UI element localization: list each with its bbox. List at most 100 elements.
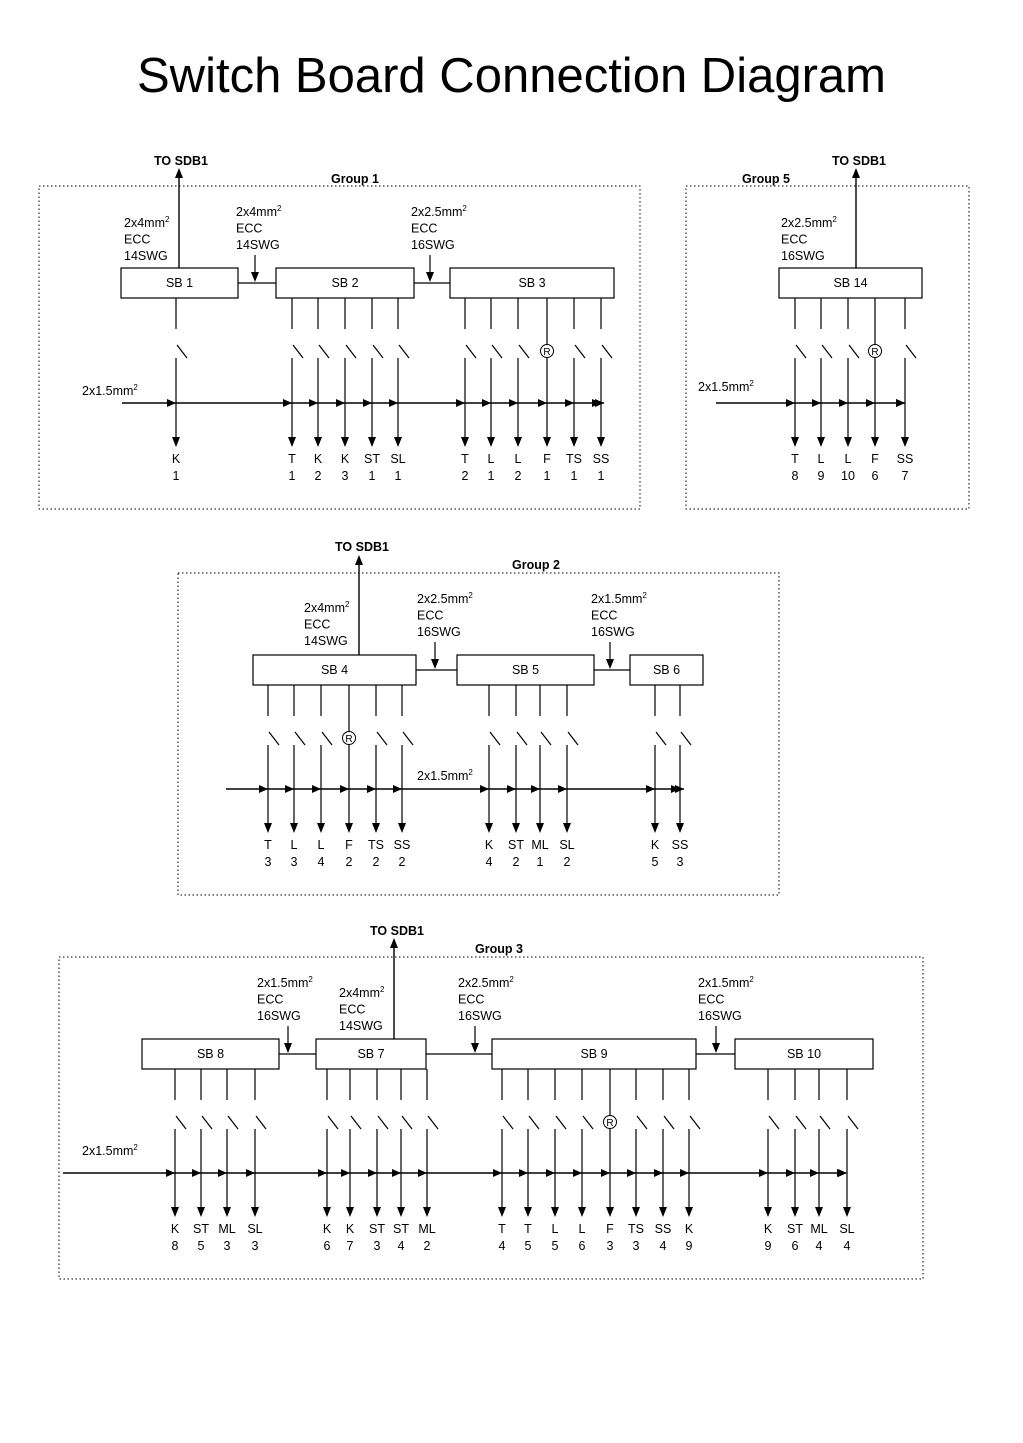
sb-14-cable-label-line2: ECC bbox=[781, 233, 807, 247]
sb-14-cable-label-line1: 2x2.5mm2 bbox=[781, 215, 837, 230]
sb-6-circuit-k5-type-label: K bbox=[651, 838, 660, 852]
sb-14-circuit-ss7-type-label: SS bbox=[897, 452, 914, 466]
sb-3-link-arrow bbox=[426, 272, 434, 282]
sb-9-circuit-l5-num-label: 5 bbox=[552, 1239, 559, 1253]
group-3-feeder-arrow bbox=[355, 555, 363, 565]
sb-4-circuit-f2-regulator-symbol: R bbox=[345, 734, 352, 745]
sb-8-cable-label-line2: ECC bbox=[257, 993, 283, 1007]
sb-2-circuit-st1-switch-icon bbox=[372, 344, 384, 359]
sb-5-circuit-k4-load-arrow bbox=[485, 823, 493, 833]
sb-3-circuit-f1-regulator-symbol: R bbox=[543, 347, 550, 358]
sb-3-circuit-ts1-switch-icon bbox=[574, 344, 586, 359]
sb-14-circuit-l10-switch-icon bbox=[848, 344, 860, 359]
sb-10-circuit-st6-load-arrow bbox=[791, 1207, 799, 1217]
sb-9-cable-label-sup: 2 bbox=[509, 975, 514, 984]
sb-3-circuit-l2-num-label: 2 bbox=[515, 469, 522, 483]
sb-3-circuit-l2-bus-arrow bbox=[509, 399, 518, 407]
sb-9-circuit-f3-regulator-symbol: R bbox=[606, 1118, 613, 1129]
sb-6-circuit-k5-load-arrow bbox=[651, 823, 659, 833]
sb-4-circuit-t3-switch-icon bbox=[268, 731, 280, 746]
sb-9-circuit-f3-type-label: F bbox=[606, 1222, 614, 1236]
sb-3-circuit-ss1-bus-arrow bbox=[592, 399, 601, 407]
sb-4-circuit-f2-regulator-icon bbox=[342, 731, 356, 745]
sb-10-link-arrow bbox=[712, 1043, 720, 1053]
group-4-feeder-label: TO SDB1 bbox=[370, 924, 424, 938]
sb-7-cable-label-line2: ECC bbox=[339, 1003, 365, 1017]
sb-5-cable-label-line1: 2x2.5mm2 bbox=[417, 591, 473, 606]
sb-10-circuit-ml4-switch-icon bbox=[819, 1115, 831, 1130]
sb-5-circuit-k4-switch-icon bbox=[489, 731, 501, 746]
sb-8-circuit-sl3-switch-icon bbox=[255, 1115, 267, 1130]
sb-8-circuit-k8-load-arrow bbox=[171, 1207, 179, 1217]
sb-10-circuit-st6-num-label: 6 bbox=[792, 1239, 799, 1253]
sb-1-cable-label-line3: 14SWG bbox=[124, 249, 168, 263]
sb-7-circuit-ml2-type-label: ML bbox=[418, 1222, 435, 1236]
sb-4-circuit-l4-bus-arrow bbox=[312, 785, 321, 793]
sb-4-circuit-l3-num-label: 3 bbox=[291, 855, 298, 869]
sb-3-circuit-t2-switch-icon bbox=[465, 344, 477, 359]
sb-2-cable-label-line2: ECC bbox=[236, 222, 262, 236]
sb-9-circuit-l6-load-arrow bbox=[578, 1207, 586, 1217]
sb-5-circuit-ml1-load-arrow bbox=[536, 823, 544, 833]
sb-4-circuit-f2-type-label: F bbox=[345, 838, 353, 852]
sb-9-circuit-t5-switch-icon bbox=[528, 1115, 540, 1130]
sb-2-circuit-k3-load-arrow bbox=[341, 437, 349, 447]
sb-5-circuit-st2-bus-arrow bbox=[507, 785, 516, 793]
sb-8-circuit-sl3-bus-arrow bbox=[246, 1169, 255, 1177]
sb-14-circuit-l9-num-label: 9 bbox=[818, 469, 825, 483]
sb-7-circuit-k6-num-label: 6 bbox=[324, 1239, 331, 1253]
group-3-supply-cable-label-sup: 2 bbox=[468, 768, 473, 777]
sb-9-circuit-l6-switch-icon bbox=[582, 1115, 594, 1130]
sb-6-circuit-k5-num-label: 5 bbox=[652, 855, 659, 869]
sb-8-cable-label-line1: 2x1.5mm2 bbox=[257, 975, 313, 990]
sb-3-circuit-f1-load-arrow bbox=[543, 437, 551, 447]
group-2-enclosure bbox=[685, 185, 970, 510]
sb-4-circuit-ss2-num-label: 2 bbox=[399, 855, 406, 869]
sb-10-circuit-k9-load-arrow bbox=[764, 1207, 772, 1217]
sb-3-box bbox=[449, 267, 615, 299]
sb-14-circuit-f6-num-label: 6 bbox=[872, 469, 879, 483]
sb-2-cable-label-line1: 2x4mm2 bbox=[236, 204, 282, 219]
sb-7-circuit-k6-type-label: K bbox=[323, 1222, 332, 1236]
sb-8-circuit-k8-type-label: K bbox=[171, 1222, 180, 1236]
sb-5-circuit-k4-num-label: 4 bbox=[486, 855, 493, 869]
group-2-feeder-label: TO SDB1 bbox=[832, 154, 886, 168]
sb-10-circuit-sl4-bus-arrow bbox=[838, 1169, 847, 1177]
sb-10-cable-label-line2: ECC bbox=[698, 993, 724, 1007]
sb-9-circuit-t5-type-label: T bbox=[524, 1222, 532, 1236]
sb-9-cable-label-line1: 2x2.5mm2 bbox=[458, 975, 514, 990]
sb-7-circuit-ml2-num-label: 2 bbox=[424, 1239, 431, 1253]
sb-8-circuit-k8-switch-icon bbox=[175, 1115, 187, 1130]
sb-1-circuit-k1-load-arrow bbox=[172, 437, 180, 447]
sb-4-circuit-f2-bus-arrow bbox=[340, 785, 349, 793]
sb-5-label: SB 5 bbox=[512, 663, 539, 677]
sb-2-circuit-st1-num-label: 1 bbox=[369, 469, 376, 483]
sb-7-circuit-st4-bus-arrow bbox=[392, 1169, 401, 1177]
sb-9-circuit-ss4-bus-arrow bbox=[654, 1169, 663, 1177]
group-3-label: Group 2 bbox=[512, 558, 560, 572]
sb-14-circuit-f6-bus-arrow bbox=[866, 399, 875, 407]
group-2-feeder-arrow bbox=[852, 168, 860, 178]
sb-7-circuit-st4-switch-icon bbox=[401, 1115, 413, 1130]
sb-5-circuit-st2-type-label: ST bbox=[508, 838, 524, 852]
sb-10-circuit-k9-bus-arrow bbox=[759, 1169, 768, 1177]
group-4-label: Group 3 bbox=[475, 942, 523, 956]
sb-4-circuit-ts2-switch-icon bbox=[376, 731, 388, 746]
sb-10-cable-label-line3: 16SWG bbox=[698, 1009, 742, 1023]
sb-3-circuit-f1-type-label: F bbox=[543, 452, 551, 466]
sb-7-circuit-ml2-load-arrow bbox=[423, 1207, 431, 1217]
sb-9-circuit-t4-bus-arrow bbox=[493, 1169, 502, 1177]
sb-4-circuit-l3-bus-arrow bbox=[285, 785, 294, 793]
sb-9-cable-label-line3: 16SWG bbox=[458, 1009, 502, 1023]
sb-10-circuit-ml4-num-label: 4 bbox=[816, 1239, 823, 1253]
sb-7-circuit-st4-num-label: 4 bbox=[398, 1239, 405, 1253]
group-1-enclosure bbox=[38, 185, 641, 510]
sb-7-circuit-ml2-switch-icon bbox=[427, 1115, 439, 1130]
sb-14-circuit-l9-type-label: L bbox=[818, 452, 825, 466]
sb-3-circuit-ts1-num-label: 1 bbox=[571, 469, 578, 483]
sb-3-circuit-ts1-load-arrow bbox=[570, 437, 578, 447]
sb-2-link-arrow bbox=[251, 272, 259, 282]
sb-9-circuit-f3-load-arrow bbox=[606, 1207, 614, 1217]
sb-6-cable-label-line3: 16SWG bbox=[591, 625, 635, 639]
sb-9-circuit-ts3-bus-arrow bbox=[627, 1169, 636, 1177]
